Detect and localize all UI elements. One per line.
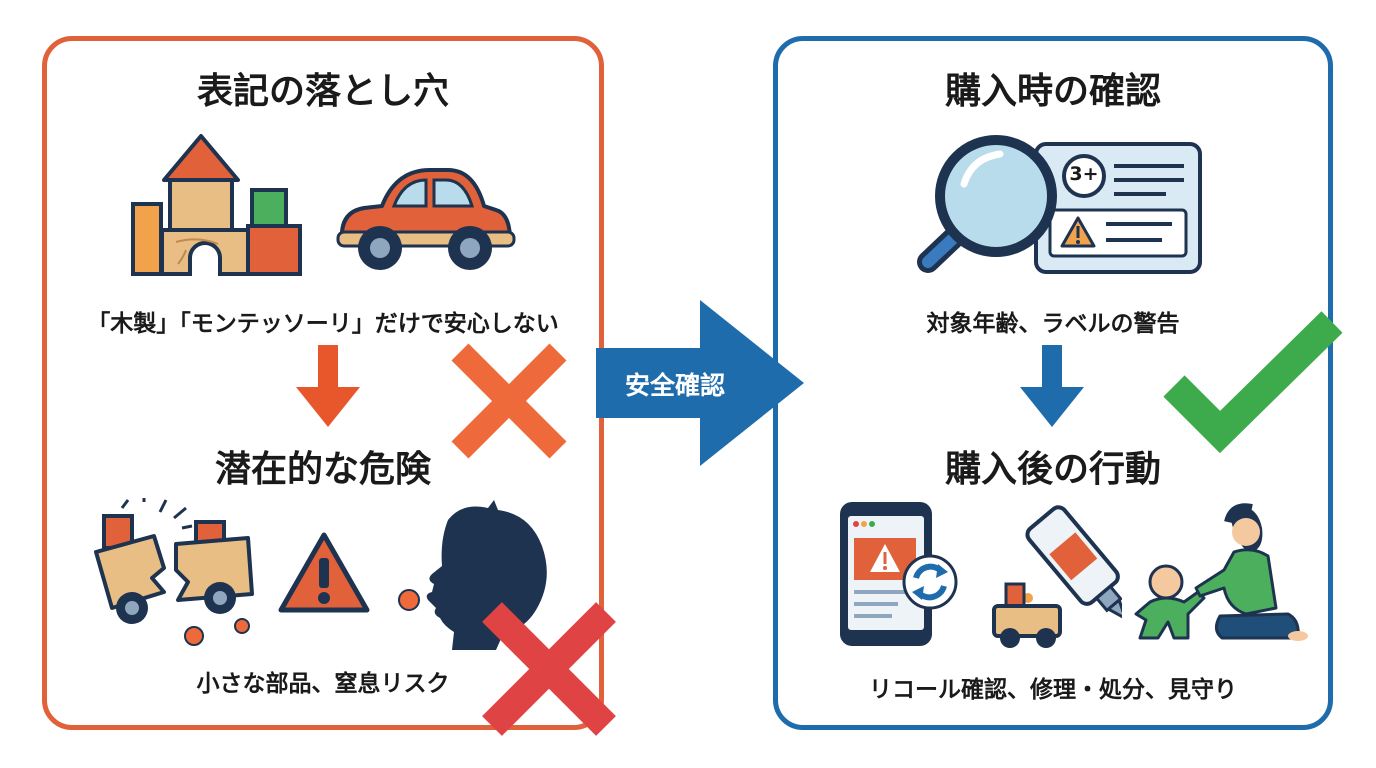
label-warning-caption: 「木製」「モンテッソーリ」だけで安心しない xyxy=(87,311,559,337)
purchase-check-title: 購入時の確認 xyxy=(944,71,1161,112)
cross-icon xyxy=(482,602,616,736)
wooden-blocks-icon xyxy=(131,134,302,276)
potential-danger-title: 潜在的な危険 xyxy=(214,449,431,490)
toy-car-icon xyxy=(336,168,516,270)
cross-icon xyxy=(451,343,567,459)
warning-icon xyxy=(278,532,370,613)
pitfall-title: 表記の落とし穴 xyxy=(196,71,449,112)
phone-recall-icon xyxy=(840,502,958,646)
down-arrow-icon xyxy=(1020,345,1084,427)
after-purchase-title: 購入後の行動 xyxy=(944,449,1161,490)
parent-supervision-icon xyxy=(1134,503,1308,641)
check-icon xyxy=(1163,311,1343,454)
after-purchase-caption: リコール確認、修理・処分、見守り xyxy=(869,677,1237,703)
magnifier-label-icon xyxy=(917,135,1202,274)
safety-check-arrow xyxy=(596,300,804,466)
down-arrow-icon xyxy=(296,345,360,427)
purchase-check-panel xyxy=(773,36,1333,730)
glue-repair-icon xyxy=(992,505,1122,648)
choking-risk-caption: 小さな部品、窒息リスク xyxy=(196,671,450,697)
safety-check-label: 安全確認 xyxy=(624,371,725,400)
choking-child-icon xyxy=(398,500,547,650)
age-badge: 3+ xyxy=(1069,163,1099,185)
age-label-caption: 対象年齢、ラベルの警告 xyxy=(926,311,1180,337)
broken-toy-icon xyxy=(94,498,254,646)
